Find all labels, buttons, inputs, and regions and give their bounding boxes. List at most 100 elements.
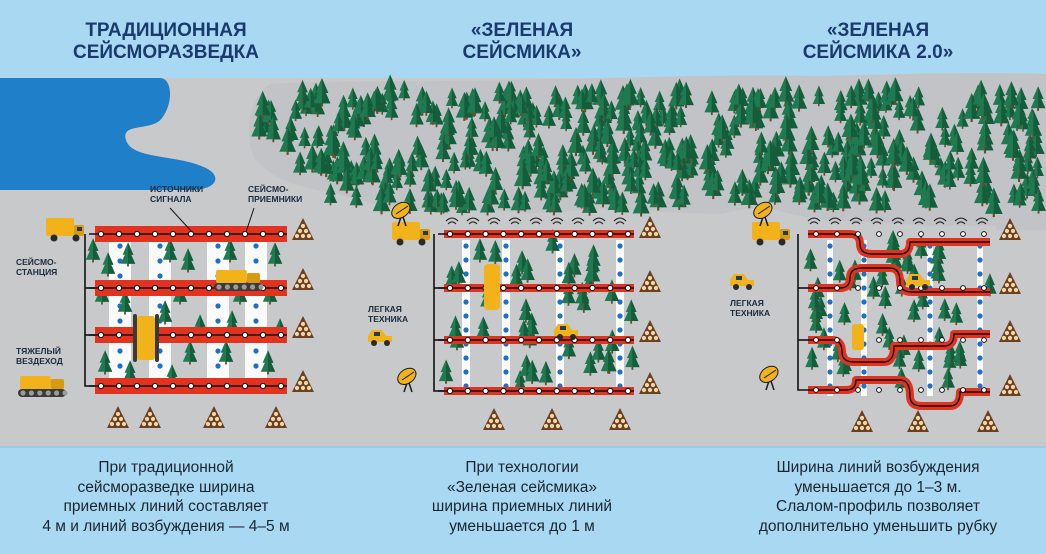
tree-icon [621,78,639,108]
tree-icon [985,187,1003,218]
source-point [259,230,267,238]
receiver-point [557,257,563,263]
tracked-vehicle-icon [137,316,155,360]
source-point [464,284,471,292]
source-point [169,230,177,238]
receiver-point [861,369,867,375]
tree-icon [583,351,598,376]
tree-icon [869,129,887,159]
tree-icon [727,181,743,206]
tree-icon [704,90,720,116]
source-point [187,230,195,238]
tree-icon [267,242,283,267]
receiver-point [117,318,123,324]
tree-icon [767,86,782,111]
source-point [187,331,195,339]
source-point [571,230,578,238]
receiver-point [861,285,867,291]
tree-icon [976,92,992,119]
tree-icon [843,113,859,140]
source-point [464,336,471,344]
tree-icon [832,259,847,283]
source-point [624,336,632,344]
tree-icon [602,123,615,145]
receiver-point [977,383,983,389]
receiver-point [503,271,509,277]
signal-wave-icon [529,217,543,225]
tree-icon [538,360,554,386]
source-point [960,387,966,393]
receiver-point [215,303,221,309]
tree-icon [834,101,847,124]
receiver-point [503,327,509,333]
tree-icon [548,172,562,196]
cable [808,379,990,407]
source-point [241,230,249,238]
cable [797,234,808,391]
source-point [97,331,105,339]
receiver-point [617,271,623,277]
source-point [133,382,141,390]
log-pile-icon [265,406,287,428]
source-point [97,382,105,390]
tree-icon [413,143,430,171]
tree-icon [792,176,808,202]
source-point [259,331,267,339]
signal-wave-icon [487,217,501,225]
tree-icon [732,99,750,128]
signal-wave-icon [849,217,863,225]
source-point [589,336,596,344]
signal-wave-icon [807,217,821,225]
satellite-dish-icon [391,201,411,227]
receiver-point [157,258,163,264]
tree-icon [907,299,921,323]
tree-icon [900,251,915,274]
tree-icon [487,116,501,140]
tree-icon [951,156,966,181]
tree-icon [562,150,580,180]
tree-icon [677,184,691,208]
source-point [897,387,903,393]
source-point [571,284,578,292]
source-point [960,231,966,237]
tree-icon [370,150,383,172]
truck-icon [392,222,430,246]
tree-icon [409,103,424,128]
source-point [223,382,231,390]
tree-icon [585,83,599,105]
source-point [169,382,177,390]
receiver-point [253,348,259,354]
tree-icon [623,170,638,194]
tree-icon [336,149,352,176]
tree-icon [289,99,302,122]
receiver-point [253,258,259,264]
receiver-point [253,303,259,309]
tree-icon [492,81,506,104]
tree-icon [844,85,859,109]
log-pile-icon [639,372,661,394]
source-point [518,387,525,395]
source-point [277,284,285,292]
tree-icon [949,302,964,326]
source-point [855,285,861,291]
tree-icon [638,157,653,181]
log-pile-icon [107,406,129,428]
receiver-point [463,355,469,361]
source-point [834,387,840,393]
tree-icon [876,167,889,188]
receiver-point [253,363,259,369]
tree-icon [518,190,532,212]
light-vehicle-label-2: ЛЕГКАЯ ТЕХНИКА [368,304,409,324]
receiver-point [215,258,221,264]
source-point [834,231,840,237]
source-point [624,230,632,238]
source-point [500,230,507,238]
receiver-point [463,257,469,263]
tree-icon [466,87,484,116]
tree-icon [615,191,630,215]
panel-3-title: «ЗЕЛЕНАЯ СЕЙСМИКА 2.0» [758,20,998,64]
tree-icon [405,152,419,174]
tree-icon [157,300,173,325]
tree-icon [100,252,116,277]
tree-icon [451,261,466,286]
